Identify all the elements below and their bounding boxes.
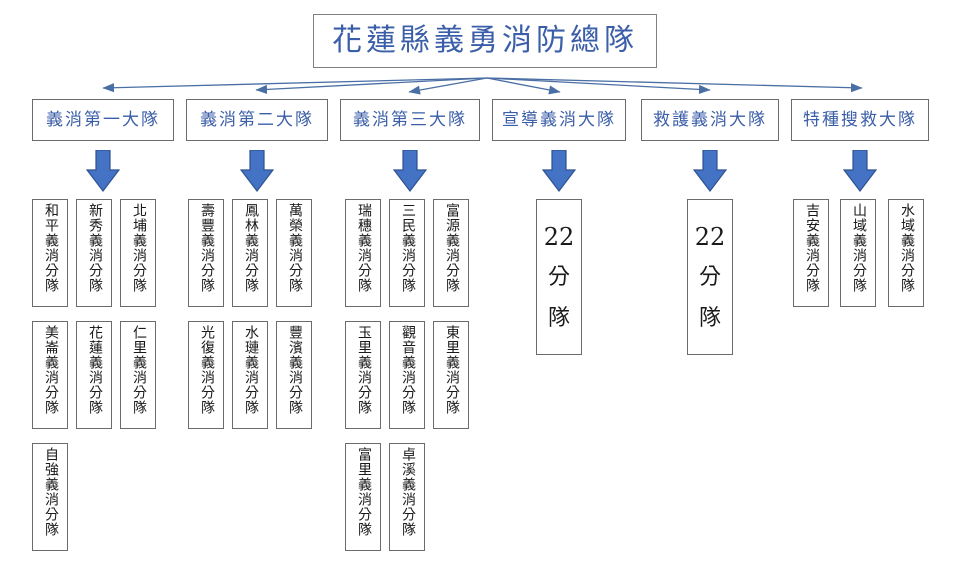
unit-box[interactable]: 豐濱義消分隊	[276, 321, 312, 429]
unit-box[interactable]: 三民義消分隊	[389, 199, 425, 307]
count-unit-char-2: 隊	[547, 305, 570, 331]
unit-label: 富里義消分隊	[355, 447, 372, 537]
down-arrow-5	[693, 150, 727, 192]
down-arrow-2	[240, 150, 274, 192]
division-box-1[interactable]: 義消第一大隊	[32, 99, 174, 141]
unit-label: 瑞穗義消分隊	[355, 203, 372, 293]
unit-box[interactable]: 壽豐義消分隊	[188, 199, 224, 307]
division-box-2[interactable]: 義消第二大隊	[186, 99, 328, 141]
unit-label: 光復義消分隊	[198, 325, 215, 415]
division-box-5[interactable]: 救護義消大隊	[641, 99, 779, 141]
unit-box[interactable]: 吉安義消分隊	[793, 199, 829, 307]
unit-label: 卓溪義消分隊	[399, 447, 416, 537]
division-box-6[interactable]: 特種搜救大隊	[791, 99, 929, 141]
unit-box[interactable]: 瑞穗義消分隊	[345, 199, 381, 307]
unit-label: 豐濱義消分隊	[286, 325, 303, 415]
unit-box[interactable]: 北埔義消分隊	[120, 199, 156, 307]
unit-box[interactable]: 東里義消分隊	[433, 321, 469, 429]
unit-box[interactable]: 新秀義消分隊	[76, 199, 112, 307]
unit-box[interactable]: 富里義消分隊	[345, 443, 381, 551]
count-unit-char-1: 分	[547, 265, 570, 290]
division-label-4: 宣導義消大隊	[502, 109, 616, 130]
unit-label: 仁里義消分隊	[130, 325, 147, 415]
unit-label: 玉里義消分隊	[355, 325, 372, 415]
unit-label: 水域義消分隊	[898, 203, 915, 293]
unit-box[interactable]: 和平義消分隊	[32, 199, 68, 307]
unit-label: 新秀義消分隊	[86, 203, 103, 293]
count-box-4[interactable]: 22 分 隊	[536, 199, 582, 355]
unit-box[interactable]: 花蓮義消分隊	[76, 321, 112, 429]
unit-box[interactable]: 玉里義消分隊	[345, 321, 381, 429]
count-unit-char-2: 隊	[698, 305, 721, 331]
division-label-6: 特種搜救大隊	[803, 109, 917, 130]
division-label-1: 義消第一大隊	[46, 109, 160, 130]
org-title-box: 花蓮縣義勇消防總隊	[313, 14, 657, 68]
unit-box[interactable]: 富源義消分隊	[433, 199, 469, 307]
unit-label: 吉安義消分隊	[803, 203, 820, 293]
page-title: 花蓮縣義勇消防總隊	[332, 23, 638, 58]
unit-label: 三民義消分隊	[399, 203, 416, 293]
unit-label: 富源義消分隊	[443, 203, 460, 293]
count-unit-char-1: 分	[698, 265, 721, 290]
down-arrow-1	[86, 150, 120, 192]
down-arrow-6	[843, 150, 877, 192]
down-arrow-3	[393, 150, 427, 192]
unit-label: 東里義消分隊	[443, 325, 460, 415]
unit-label: 壽豐義消分隊	[198, 203, 215, 293]
unit-label: 水璉義消分隊	[242, 325, 259, 415]
unit-box[interactable]: 卓溪義消分隊	[389, 443, 425, 551]
unit-box[interactable]: 自強義消分隊	[32, 443, 68, 551]
unit-label: 美崙義消分隊	[42, 325, 59, 415]
unit-box[interactable]: 鳳林義消分隊	[232, 199, 268, 307]
unit-box[interactable]: 萬榮義消分隊	[276, 199, 312, 307]
unit-label: 自強義消分隊	[42, 447, 59, 537]
unit-label: 和平義消分隊	[42, 203, 59, 293]
division-label-3: 義消第三大隊	[353, 109, 467, 130]
unit-box[interactable]: 光復義消分隊	[188, 321, 224, 429]
unit-label: 萬榮義消分隊	[286, 203, 303, 293]
unit-box[interactable]: 水璉義消分隊	[232, 321, 268, 429]
down-arrow-4	[542, 150, 576, 192]
count-number: 22	[543, 222, 575, 251]
count-number: 22	[694, 222, 726, 251]
unit-label: 北埔義消分隊	[130, 203, 147, 293]
division-label-5: 救護義消大隊	[653, 109, 767, 130]
unit-box[interactable]: 水域義消分隊	[888, 199, 924, 307]
unit-label: 花蓮義消分隊	[86, 325, 103, 415]
unit-label: 觀音義消分隊	[399, 325, 416, 415]
unit-box[interactable]: 仁里義消分隊	[120, 321, 156, 429]
unit-label: 山域義消分隊	[850, 203, 867, 293]
unit-box[interactable]: 美崙義消分隊	[32, 321, 68, 429]
unit-box[interactable]: 觀音義消分隊	[389, 321, 425, 429]
division-box-4[interactable]: 宣導義消大隊	[492, 99, 626, 141]
count-box-5[interactable]: 22 分 隊	[687, 199, 733, 355]
division-label-2: 義消第二大隊	[200, 109, 314, 130]
division-box-3[interactable]: 義消第三大隊	[340, 99, 480, 141]
unit-label: 鳳林義消分隊	[242, 203, 259, 293]
unit-box[interactable]: 山域義消分隊	[840, 199, 876, 307]
